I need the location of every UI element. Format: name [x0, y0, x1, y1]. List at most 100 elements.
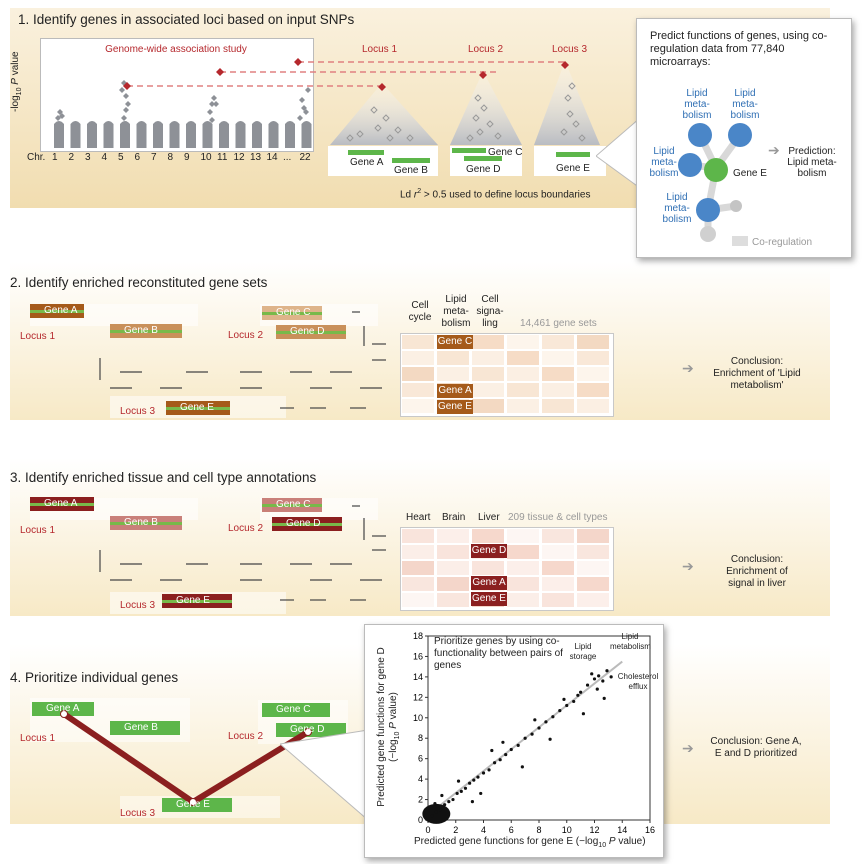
snp-marker-15 — [297, 115, 303, 121]
locus-zoom-triangles — [330, 61, 600, 145]
s3-conclusion: Conclusion: Enrichment of signal in live… — [726, 554, 788, 589]
y-tick-label-1: 2 — [418, 795, 423, 805]
chromosome-bar-9 — [202, 121, 213, 148]
s4-gene-d: Gene D — [276, 723, 346, 737]
chromosome-bar-6 — [153, 121, 163, 148]
scatter-point-10 — [472, 778, 476, 782]
scatter-point-46 — [562, 697, 566, 701]
scatter-point-40 — [456, 779, 461, 783]
s3-cells-cell-1-4 — [542, 545, 574, 559]
snp-marker-12 — [211, 95, 217, 101]
s2-cells-cell-1-1 — [437, 351, 469, 365]
chr-label-0: 1 — [52, 152, 58, 163]
scatter-point-33 — [605, 669, 609, 673]
chromosome-bar-14 — [285, 121, 295, 148]
scatter-point-32 — [590, 672, 594, 676]
scatter-point-29 — [592, 677, 597, 681]
s2-cells-cell-2-0 — [402, 367, 434, 381]
chr-label-9: 10 — [200, 152, 212, 163]
scatter-point-42 — [433, 802, 437, 806]
scatter-point-23 — [551, 715, 555, 719]
chr-label-4: 5 — [118, 152, 124, 163]
s2-col-lipid: Lipid meta- bolism — [441, 294, 471, 329]
scatter-point-14 — [493, 761, 497, 765]
chr-label-10: 11 — [217, 152, 228, 163]
scatter-point-38 — [501, 740, 505, 744]
s3-cells-cell-3-0 — [402, 577, 434, 591]
chromosome-bar-10 — [219, 121, 229, 148]
locus-1-label: Locus 1 — [362, 44, 398, 55]
s2-cells-cell-0-0 — [402, 335, 434, 349]
y-tick-label-0: 0 — [418, 815, 423, 825]
scatter-point-8 — [463, 786, 468, 790]
s2-hit-gene-e: Gene E — [437, 400, 473, 414]
s2-scatter-dashes — [99, 311, 386, 409]
s3-col-liver: Liver — [478, 512, 500, 523]
s2-hit-gene-c: Gene C — [437, 335, 473, 349]
chr-label-8: 9 — [184, 152, 190, 163]
scatter-point-19 — [523, 736, 527, 740]
s4-arrow-icon: ➔ — [682, 740, 694, 756]
s2-cells-cell-0-2 — [472, 335, 504, 349]
s3-gene-e: Gene E — [162, 594, 232, 608]
gene-a-bar — [348, 150, 384, 155]
s3-locus-2: Locus 2 — [228, 523, 264, 534]
s4-gene-c: Gene C — [262, 703, 330, 717]
locus-link-lines — [123, 58, 566, 90]
scatter-point-27 — [579, 690, 583, 694]
snp-marker-5 — [125, 101, 131, 107]
gwas-title: Genome-wide association study — [105, 44, 247, 55]
cofunction-scatter-callout — [364, 624, 664, 858]
s2-cells-cell-4-3 — [507, 399, 539, 413]
y-tick-label-8: 16 — [413, 651, 423, 661]
coregulation-legend: Co-regulation — [752, 237, 813, 248]
s2-cells-cell-2-5 — [577, 367, 609, 381]
snp-marker-13 — [213, 101, 219, 107]
s4-gene-e: Gene E — [162, 798, 232, 812]
chr-label-5: 6 — [134, 152, 141, 163]
chromosome-bar-7 — [169, 121, 180, 148]
scatter-point-24 — [558, 709, 562, 713]
chromosome-bar-13 — [268, 121, 279, 148]
scatter-point-21 — [537, 726, 541, 730]
s2-cells-cell-0-4 — [542, 335, 574, 349]
s4-conclusion: Conclusion: Gene A, E and D prioritized — [710, 736, 802, 759]
scatter-point-12 — [481, 771, 486, 775]
scatter-point-3 — [443, 803, 447, 807]
s3-cells-cell-2-5 — [577, 561, 609, 575]
s3-cells-cell-3-1 — [437, 577, 469, 591]
scatter-ylabel: Predicted gene functions for gene D (−lo… — [376, 647, 401, 807]
chromosome-bar-15 — [301, 121, 312, 148]
scatter-point-25 — [565, 703, 569, 708]
snp-marker-9 — [123, 121, 129, 127]
scatter-point-20 — [530, 732, 534, 736]
s3-cells-cell-1-0 — [402, 545, 434, 559]
s2-cells-cell-1-5 — [577, 351, 609, 365]
snp-marker-3 — [121, 115, 127, 121]
s2-cells-cell-4-0 — [402, 399, 434, 413]
annot-lipid-storage: Lipid storage — [569, 642, 597, 661]
callout-gene-e: Gene E — [733, 168, 767, 179]
s3-cells-cell-4-1 — [437, 593, 469, 607]
scatter-point-1 — [434, 810, 438, 814]
s2-cells-cell-3-4 — [542, 383, 574, 397]
s2-arrow-icon: ➔ — [682, 360, 694, 376]
s2-cells-cell-1-0 — [402, 351, 434, 365]
s2-cells-cell-1-2 — [472, 351, 504, 365]
snp-marker-10 — [207, 109, 213, 115]
s3-col-brain: Brain — [442, 512, 466, 523]
s2-cells-cell-2-4 — [542, 367, 574, 381]
s3-cells-cell-4-3 — [507, 593, 539, 607]
s3-cells-cell-2-2 — [472, 561, 504, 575]
s3-gene-a: Gene A — [30, 497, 94, 511]
scatter-point-45 — [548, 737, 552, 741]
s2-cells-cell-0-3 — [507, 335, 539, 349]
scatter-point-47 — [533, 718, 537, 722]
s2-hit-gene-a: Gene A — [437, 384, 473, 398]
s3-gene-c: Gene C — [262, 498, 322, 512]
gene-e-label: Gene E — [556, 163, 590, 174]
gene-e-bar — [556, 152, 590, 157]
s4-locus-2: Locus 2 — [228, 731, 264, 742]
s2-cells-cell-1-3 — [507, 351, 539, 365]
